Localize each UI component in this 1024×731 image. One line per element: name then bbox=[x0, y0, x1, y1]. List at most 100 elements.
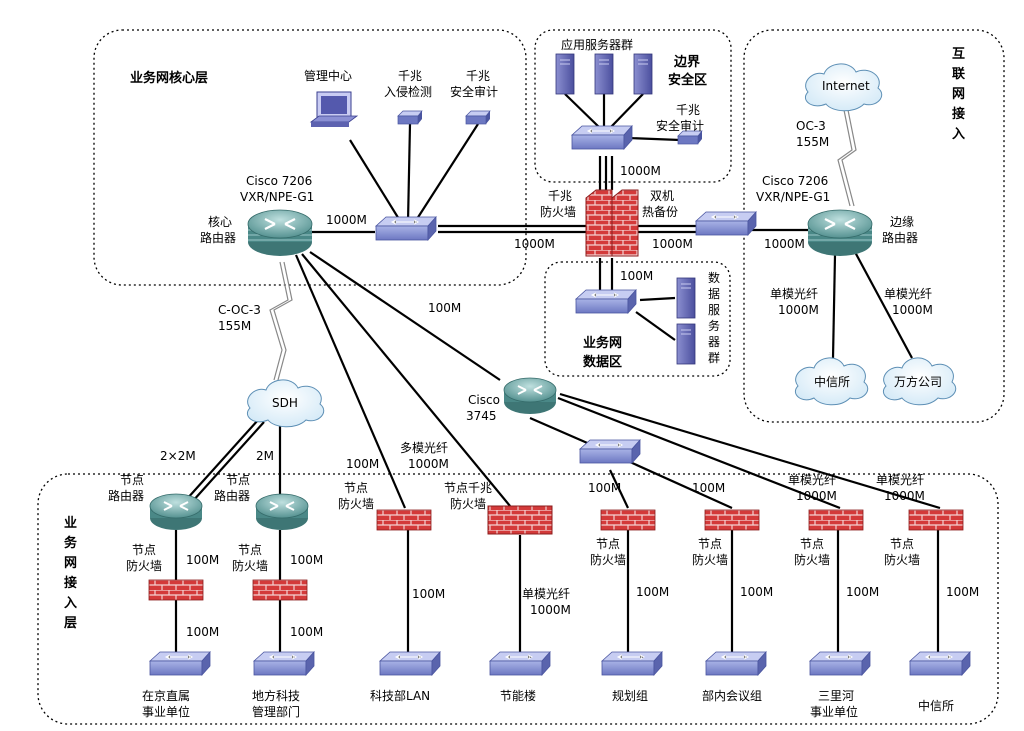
links bbox=[174, 93, 941, 655]
node-firewall-sanlihe bbox=[808, 509, 864, 531]
access-zone-title: 业 务 网 接 入 层 bbox=[64, 515, 78, 631]
node-firewall-1 bbox=[148, 579, 204, 601]
link-100m-3745: 100M bbox=[428, 301, 461, 315]
single-a-label-1: 单模光纤 bbox=[788, 473, 836, 487]
core-switch bbox=[375, 216, 437, 241]
access-link-5a: 100M bbox=[588, 481, 621, 495]
site-6-label: 部内会议组 bbox=[702, 688, 762, 703]
cisco-3745-switch bbox=[579, 439, 641, 464]
access-link-6a: 100M bbox=[692, 481, 725, 495]
edge-router-name-1: 边缘 bbox=[890, 215, 914, 229]
istic-cloud-label: 中信所 bbox=[814, 374, 850, 389]
border-audit-label-2: 安全审计 bbox=[656, 118, 704, 133]
svg-text:器: 器 bbox=[708, 335, 720, 349]
edge-router bbox=[806, 208, 874, 258]
site-switch-2 bbox=[253, 651, 315, 676]
node-fw-lan-label-2: 防火墙 bbox=[338, 496, 374, 511]
site-1-label-2: 事业单位 bbox=[142, 704, 190, 719]
link-2m: 2M bbox=[256, 449, 274, 463]
node-fw-8-label-2: 防火墙 bbox=[884, 552, 920, 567]
node-fw-2-label-2: 防火墙 bbox=[232, 558, 268, 573]
node-firewall-meeting bbox=[704, 509, 760, 531]
access-layer-zone bbox=[37, 473, 999, 725]
border-switch bbox=[571, 125, 633, 150]
node-fw-5-label-2: 防火墙 bbox=[590, 552, 626, 567]
multimode-label-2: 1000M bbox=[408, 457, 449, 471]
istic-cloud bbox=[794, 357, 869, 406]
svg-text:群: 群 bbox=[708, 351, 720, 365]
core-router-model-2: VXR/NPE-G1 bbox=[240, 190, 314, 204]
svg-text:接: 接 bbox=[952, 106, 965, 122]
svg-text:网: 网 bbox=[64, 556, 77, 571]
management-pc bbox=[309, 91, 359, 127]
internet-access-zone bbox=[743, 29, 1005, 423]
firewall-link-left: 1000M bbox=[514, 237, 555, 251]
coc3-label-1: C-OC-3 bbox=[218, 303, 261, 317]
ids-label-1: 千兆 bbox=[398, 69, 422, 83]
site-5-label: 规划组 bbox=[612, 688, 648, 703]
site-8-label: 中信所 bbox=[918, 698, 954, 713]
svg-text:服: 服 bbox=[708, 303, 720, 317]
svg-text:数: 数 bbox=[708, 270, 720, 285]
core-router bbox=[246, 208, 314, 258]
single-b-label-2: 1000M bbox=[884, 489, 925, 503]
wanfang-cloud-label: 万方公司 bbox=[894, 374, 942, 389]
data-zone bbox=[544, 261, 731, 377]
node-router-2-label-1: 节点 bbox=[226, 473, 250, 487]
site-switch-4 bbox=[489, 651, 551, 676]
node-router-1-label-2: 路由器 bbox=[108, 488, 144, 503]
site-switch-7 bbox=[809, 651, 871, 676]
svg-text:联: 联 bbox=[952, 67, 965, 82]
svg-text:入: 入 bbox=[64, 596, 77, 611]
site-1-label-1: 在京直属 bbox=[142, 689, 190, 703]
node-firewall-lan bbox=[376, 509, 432, 531]
svg-text:据: 据 bbox=[708, 287, 720, 301]
node-firewall-planning bbox=[600, 509, 656, 531]
border-zone-title-1: 边界 bbox=[673, 54, 700, 70]
svg-text:业: 业 bbox=[64, 515, 77, 531]
node-fw-1-label-2: 防火墙 bbox=[126, 558, 162, 573]
edge-router-name-2: 路由器 bbox=[882, 230, 918, 245]
firewall-label-2: 防火墙 bbox=[540, 204, 576, 219]
node-fw-7-label-2: 防火墙 bbox=[794, 552, 830, 567]
access-fiber-2: 1000M bbox=[530, 603, 571, 617]
node-router-1-label-1: 节点 bbox=[120, 473, 144, 487]
node-firewall-istic bbox=[908, 509, 964, 531]
core-audit-label-1: 千兆 bbox=[466, 69, 490, 83]
cisco3745-label-2: 3745 bbox=[466, 409, 497, 423]
access-link-2a: 100M bbox=[290, 553, 323, 567]
main-firewall-pair bbox=[585, 189, 639, 257]
edge-fiber-1a: 单模光纤 bbox=[770, 287, 818, 301]
site-switch-3 bbox=[379, 651, 441, 676]
site-3-label: 科技部LAN bbox=[370, 688, 430, 703]
svg-text:网: 网 bbox=[952, 87, 965, 102]
edge-fiber-1b: 1000M bbox=[778, 303, 819, 317]
access-fiber-1: 单模光纤 bbox=[522, 587, 570, 601]
app-server-1 bbox=[555, 53, 575, 95]
site-2-label-1: 地方科技 bbox=[252, 688, 300, 703]
app-servers-label: 应用服务器群 bbox=[561, 37, 633, 52]
internet-zone-title: 互 联 网 接 入 bbox=[952, 47, 965, 142]
node-gigabit-firewall bbox=[487, 505, 553, 535]
border-link-label: 1000M bbox=[620, 164, 661, 178]
access-link-2b: 100M bbox=[290, 625, 323, 639]
node-fw-5-label-1: 节点 bbox=[596, 537, 620, 551]
single-b-label-1: 单模光纤 bbox=[876, 473, 924, 487]
access-link-3: 100M bbox=[412, 587, 445, 601]
firewall-ha-2: 热备份 bbox=[642, 205, 678, 219]
svg-text:务: 务 bbox=[64, 535, 78, 551]
core-router-name-1: 核心 bbox=[208, 215, 232, 229]
node-router-2 bbox=[255, 493, 309, 531]
access-link-6b: 100M bbox=[740, 585, 773, 599]
firewall-link-down: 100M bbox=[620, 269, 653, 283]
site-switch-8 bbox=[909, 651, 971, 676]
access-link-1b: 100M bbox=[186, 625, 219, 639]
node-fw-2-label-1: 节点 bbox=[238, 543, 262, 557]
site-switch-1 bbox=[149, 651, 211, 676]
firewall-ha-1: 双机 bbox=[650, 189, 674, 203]
site-switch-6 bbox=[705, 651, 767, 676]
node-gfw-label-2: 防火墙 bbox=[450, 496, 486, 511]
site-2-label-2: 管理部门 bbox=[252, 704, 300, 719]
single-a-label-2: 1000M bbox=[796, 489, 837, 503]
